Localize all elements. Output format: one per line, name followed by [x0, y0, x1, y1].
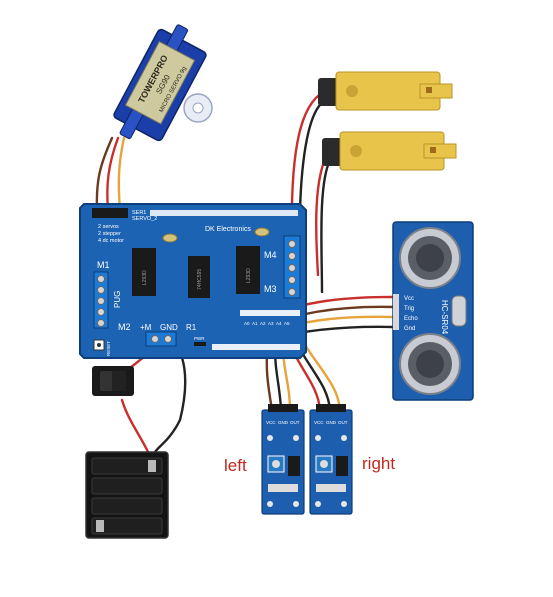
us-pin-trig: Trig — [404, 306, 414, 312]
switch-to-battery-wire — [120, 398, 150, 454]
r1-label: R1 — [186, 323, 197, 332]
chip3-text: L293D — [246, 268, 252, 283]
ir-right-wire-3 — [300, 338, 342, 412]
us-pin-vcc: Vcc — [404, 296, 414, 302]
left-sensor-label: left — [224, 456, 247, 475]
gnd-label: GND — [160, 323, 178, 332]
mode-line-2: 2 stepper — [98, 231, 121, 237]
motor-shield: SER1 SERVO_2 DK Electronics 2 servos 2 s… — [79, 203, 307, 359]
ir-left-out: OUT — [290, 420, 300, 425]
shield-maker: DK Electronics — [205, 226, 251, 233]
ultrasonic-sensor: Vcc Trig Echo Gnd HC-SR04 — [392, 221, 474, 401]
m3-label: M3 — [264, 284, 277, 294]
ir-right-out: OUT — [338, 420, 348, 425]
plus-m-label: +M — [140, 323, 152, 332]
m1-label: M1 — [97, 260, 110, 270]
us-model: HC-SR04 — [440, 300, 449, 335]
analog-a2: A2 — [260, 321, 266, 326]
ir-left-vcc: VCC — [266, 420, 276, 425]
reset-label: RESET — [106, 341, 111, 356]
servo-wire-orange — [117, 136, 126, 212]
us-pin-gnd: Gnd — [404, 326, 415, 332]
ir-right-gnd: GND — [326, 420, 337, 425]
m4-label: M4 — [264, 250, 277, 260]
servo-motor: TOWERPRO SG90 MICRO SERVO 9g — [113, 24, 213, 142]
gear-motor-2 — [322, 131, 457, 171]
ir-sensor-right: VCC GND OUT — [309, 404, 353, 515]
battery-holder — [85, 451, 169, 539]
m2-label: M2 — [118, 322, 131, 332]
mode-line-1: 2 servos — [98, 224, 119, 230]
analog-a5: A5 — [284, 321, 290, 326]
us-pin-echo: Echo — [404, 316, 418, 322]
analog-a0: A0 — [244, 321, 250, 326]
gear-motor-1 — [318, 71, 453, 111]
ir-right-vcc: VCC — [314, 420, 324, 425]
servo-wire-red — [106, 136, 120, 212]
motor2-wire-black — [320, 158, 332, 294]
servo2-label: SERVO_2 — [132, 216, 157, 222]
ir-left-gnd: GND — [278, 420, 289, 425]
chip1-text: L293D — [142, 270, 148, 285]
servo-wire-brown — [95, 136, 114, 212]
servo1-label: SER1 — [132, 210, 146, 216]
mode-line-3: 4 dc motor — [98, 238, 124, 244]
right-sensor-label: right — [362, 454, 396, 473]
chip2-text: 74HC595 — [197, 269, 203, 290]
pwr-label: PWR — [194, 336, 205, 341]
power-switch — [92, 366, 134, 396]
ir-sensor-left: VCC GND OUT — [261, 404, 305, 515]
analog-a4: A4 — [276, 321, 282, 326]
analog-a1: A1 — [252, 321, 258, 326]
analog-a3: A3 — [268, 321, 274, 326]
side-label: PUG — [113, 291, 122, 308]
